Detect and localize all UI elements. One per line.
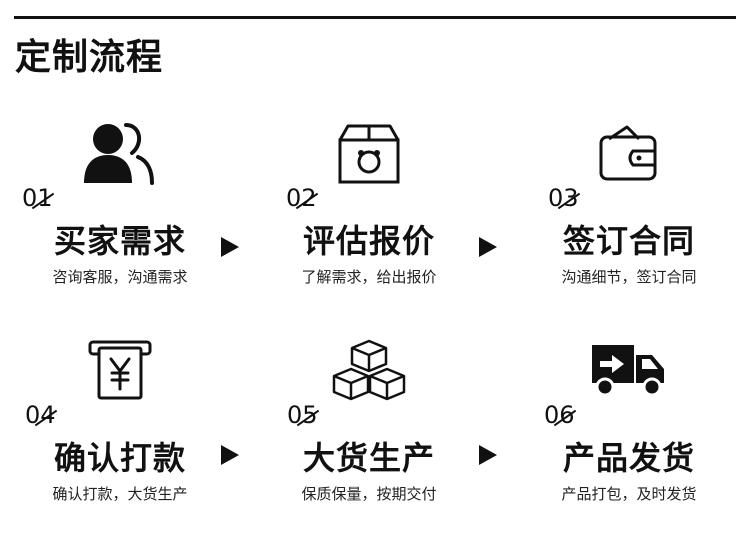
- delivery-truck-icon: [589, 335, 669, 405]
- step-5: 05 大货生产 保质保量，按期交付: [249, 335, 489, 525]
- step-description: 保质保量，按期交付: [301, 485, 437, 503]
- step-2: 02 评估报价 了解需求，给出报价: [249, 118, 489, 308]
- step-3: 03 签订合同 沟通细节，签订合同: [509, 118, 749, 308]
- yen-receipt-icon: [80, 335, 160, 405]
- step-description: 了解需求，给出报价: [301, 268, 437, 286]
- step-description: 确认打款，大货生产: [52, 485, 188, 503]
- wallet-icon: [589, 118, 669, 188]
- step-name: 签订合同: [562, 222, 695, 260]
- user-group-icon: [80, 118, 160, 188]
- step-6: 06 产品发货 产品打包，及时发货: [509, 335, 749, 525]
- arrow-right-icon: [479, 237, 497, 257]
- step-name: 大货生产: [302, 439, 435, 477]
- step-name: 产品发货: [562, 439, 695, 477]
- arrow-right-icon: [221, 445, 239, 465]
- arrow-right-icon: [221, 237, 239, 257]
- box-package-icon: [329, 118, 409, 188]
- step-description: 咨询客服，沟通需求: [52, 268, 188, 286]
- step-description: 产品打包，及时发货: [561, 485, 697, 503]
- step-name: 评估报价: [302, 222, 435, 260]
- page-title: 定制流程: [15, 37, 164, 78]
- step-4: 04 确认打款 确认打款，大货生产: [0, 335, 240, 525]
- step-name: 确认打款: [53, 439, 186, 477]
- step-1: 01 买家需求 咨询客服，沟通需求: [0, 118, 240, 308]
- arrow-right-icon: [479, 445, 497, 465]
- stacked-boxes-icon: [329, 335, 409, 405]
- top-divider: [14, 16, 736, 19]
- step-description: 沟通细节，签订合同: [561, 268, 697, 286]
- step-name: 买家需求: [53, 222, 186, 260]
